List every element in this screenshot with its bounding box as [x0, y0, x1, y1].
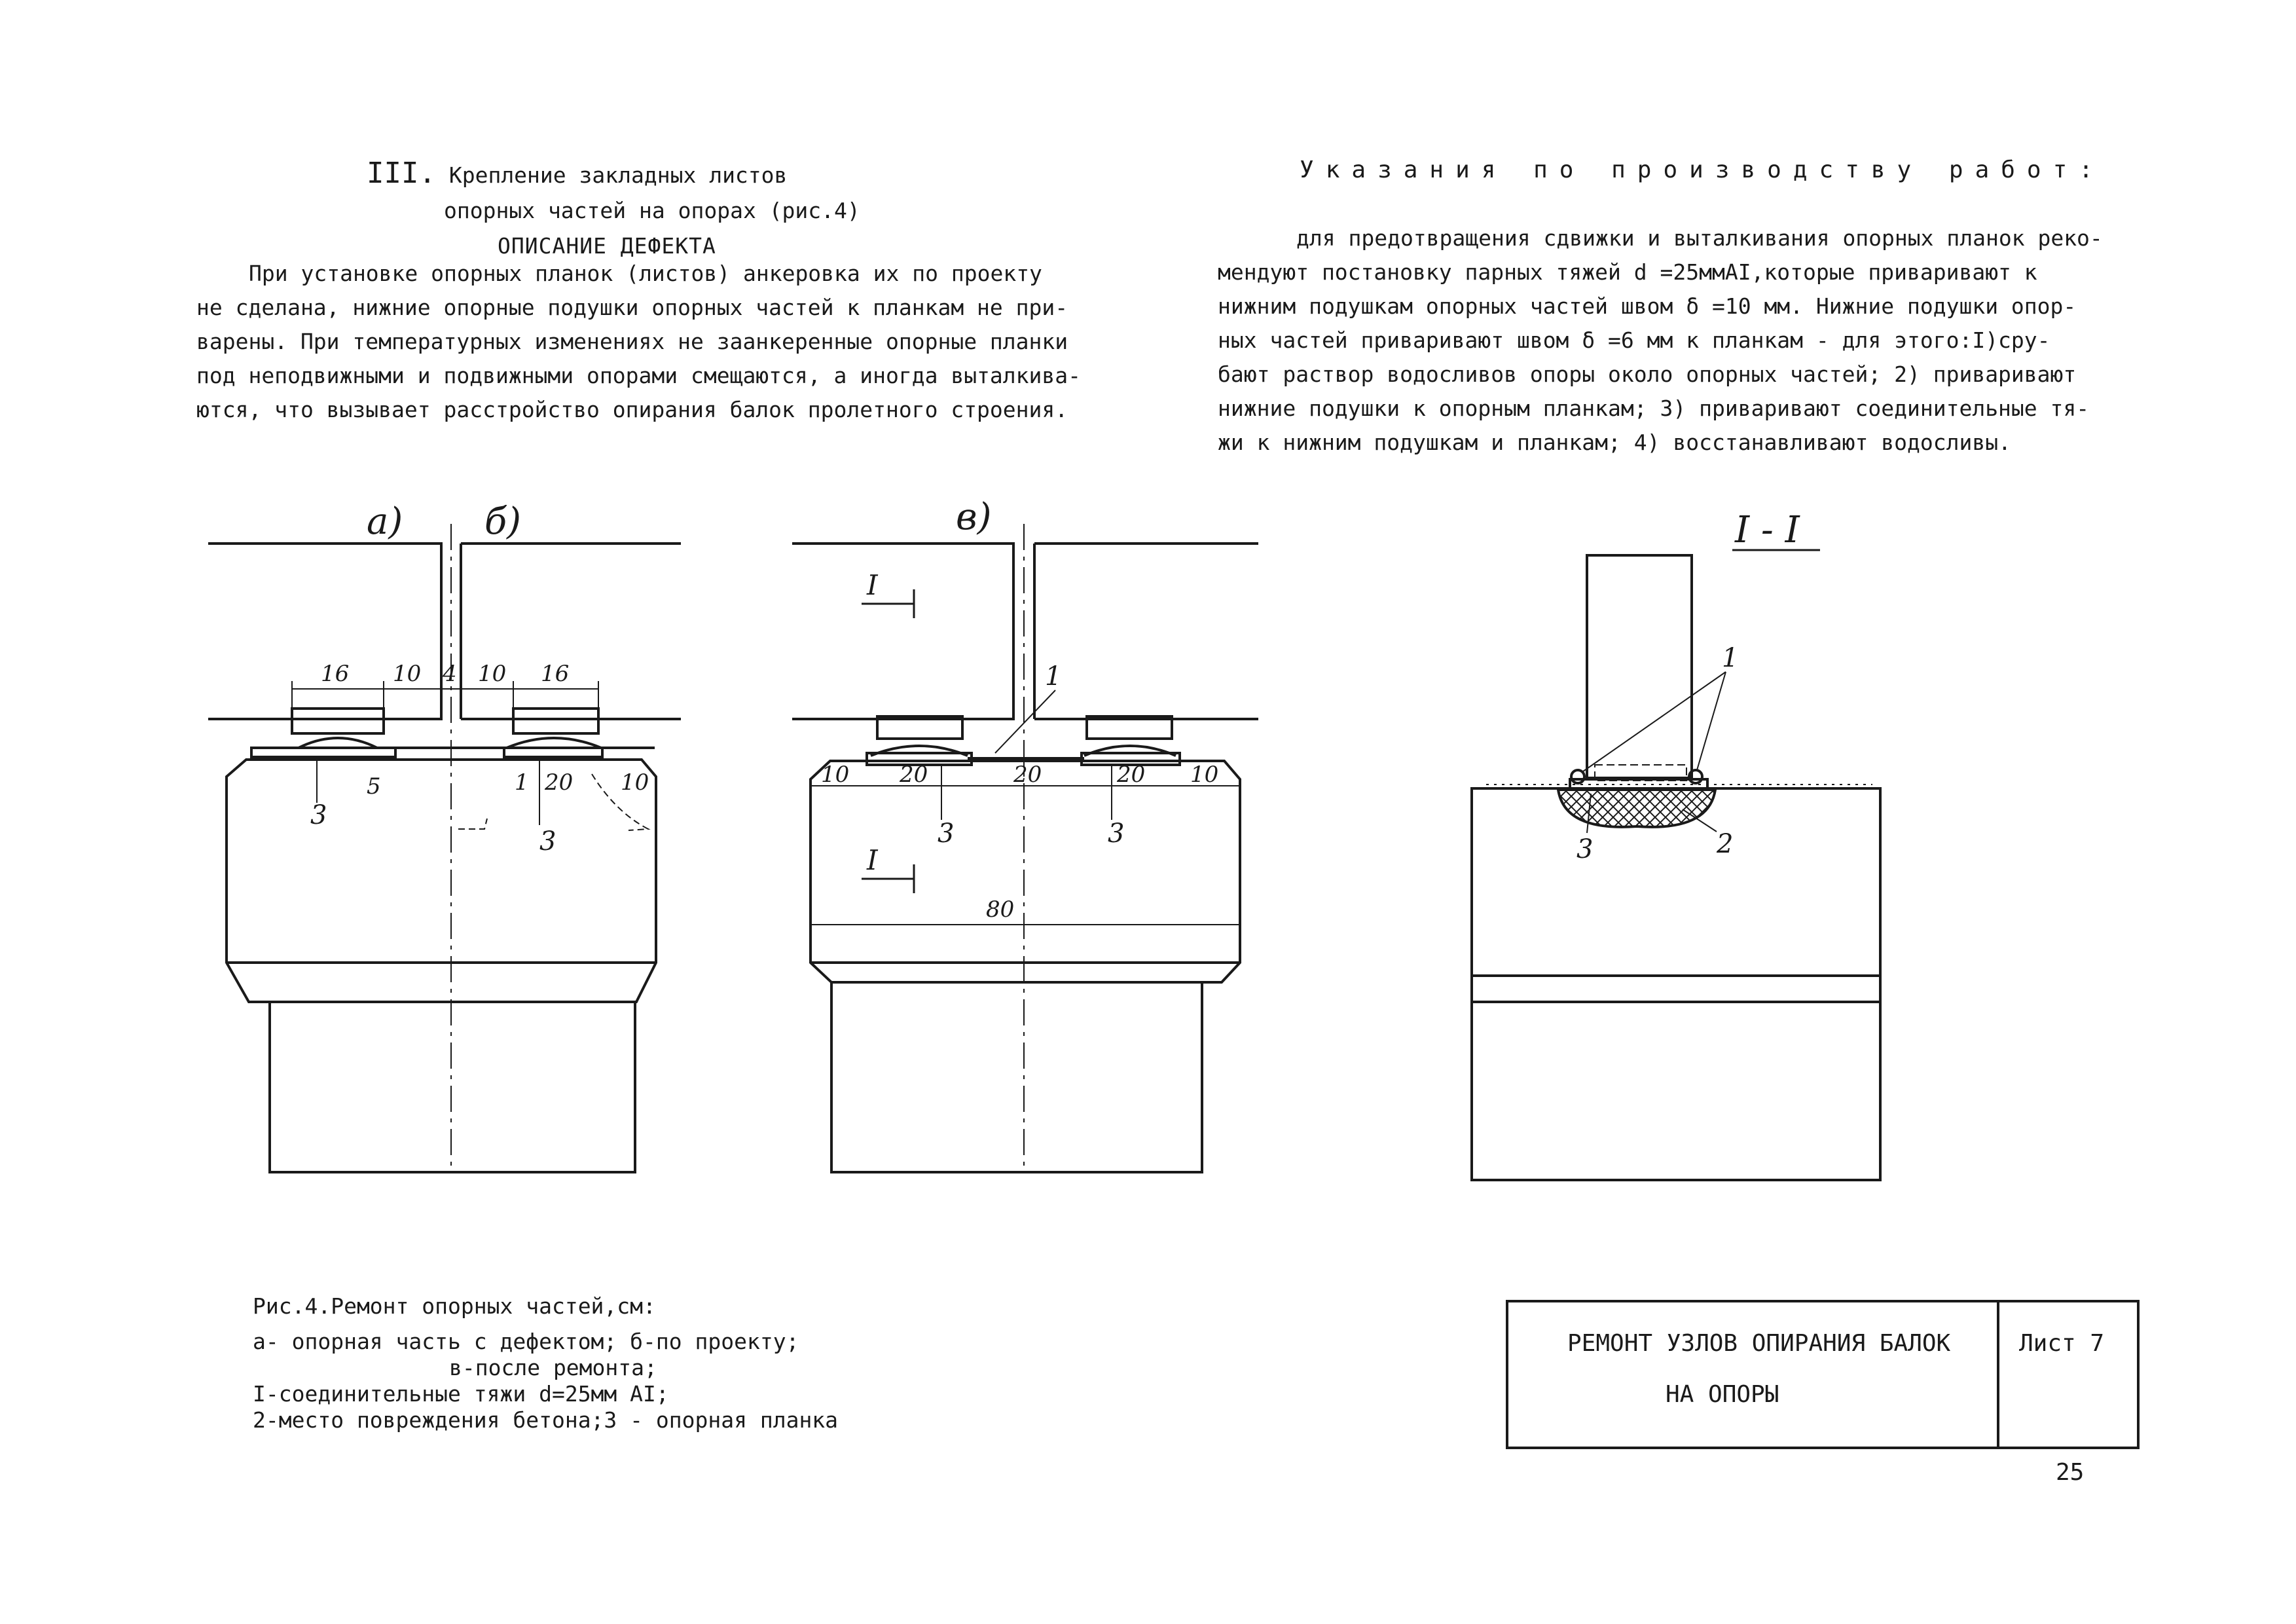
instruction-line: жи к нижним подушкам и планкам; 4) восст…: [1218, 430, 2011, 455]
dim-label: 16: [321, 661, 349, 687]
pier-cap: [225, 758, 657, 1003]
callout-1: 1: [1722, 643, 1738, 673]
bearing-upper-right: [512, 707, 600, 735]
page-number: 25: [2056, 1459, 2085, 1486]
defect-line: под неподвижными и подвижными опорами см…: [196, 363, 1082, 388]
callout-2: 2: [1716, 829, 1733, 859]
dim-label: 10: [478, 661, 506, 687]
instruction-line: ных частей приваривают швом δ =6 мм к пл…: [1218, 327, 2050, 353]
pier-cap: [809, 760, 1241, 984]
label-a: а): [367, 500, 403, 543]
figure-caption: Рис.4.Ремонт опорных частей,см: а- опорн…: [253, 1293, 973, 1433]
bearing-upper-right: [1085, 715, 1173, 740]
callout-3: 3: [1108, 819, 1124, 849]
callout-3: 3: [938, 819, 954, 849]
section-title-line2: опорных частей на опорах (рис.4): [444, 198, 860, 223]
tie-rod-right: [1688, 769, 1704, 784]
callout-3: 3: [1576, 834, 1593, 864]
dim-label: 5: [367, 773, 381, 800]
defect-line: не сделана, нижние опорные подушки опорн…: [196, 295, 1068, 320]
instruction-line: нижние подушки к опорным планкам; 3) при…: [1218, 396, 2090, 421]
instruction-line: мендуют постановку парных тяжей d =25ммA…: [1218, 259, 2037, 285]
tie-rod-left: [1570, 769, 1586, 784]
bearing-pad-right: [506, 737, 602, 749]
caption-line: 2-место повреждения бетона;3 - опорная п…: [253, 1407, 839, 1433]
instruction-line: бают раствор водосливов опоры около опор…: [1218, 361, 2077, 387]
section-arrow: [862, 864, 915, 893]
defect-line: При установке опорных планок (листов) ан…: [249, 261, 1042, 286]
pier-section: [1470, 787, 1882, 1181]
dim-label: 80: [986, 896, 1014, 923]
section-subtitle: ОПИСАНИЕ ДЕФЕКТА: [498, 233, 716, 259]
defect-line: ются, что вызывает расстройство опирания…: [196, 397, 1068, 422]
caption-line: а- опорная часть с дефектом; б-по проект…: [253, 1329, 799, 1354]
caption-line: в-после ремонта;: [449, 1355, 657, 1380]
pier-column: [830, 982, 1203, 1173]
section-title-line1: Крепление закладных листов: [448, 162, 788, 188]
dim-label: 10: [621, 769, 649, 796]
beam-section: [1586, 554, 1693, 779]
label-section: I - I: [1734, 509, 1801, 551]
figure-v: в) I I 10 20 20 20 10 80 1: [792, 496, 1258, 1173]
dim-label: 20: [544, 769, 573, 796]
beam-right: [460, 542, 681, 720]
bearing-upper-left: [291, 707, 385, 735]
title-block-name: РЕМОНТ УЗЛОВ ОПИРАНИЯ БАЛОК НА ОПОРЫ: [1508, 1302, 1999, 1447]
beam-left: [208, 542, 443, 720]
figure-a-b: а) б) 16 10 4 10 16: [208, 500, 681, 1173]
bearing-upper-left: [876, 715, 964, 740]
beam-left: [792, 542, 1015, 720]
section-mark: I: [866, 569, 879, 601]
defect-description: При установке опорных планок (листов) ан…: [196, 257, 1126, 427]
figure-section: I - I 1 2 3: [1470, 509, 1882, 1181]
dim-label: 4: [442, 661, 457, 687]
pier-column: [268, 1002, 636, 1173]
label-v: в): [956, 496, 991, 538]
dim-label: 20: [1116, 762, 1145, 788]
title-block: РЕМОНТ УЗЛОВ ОПИРАНИЯ БАЛОК НА ОПОРЫ Лис…: [1506, 1300, 2140, 1449]
section-number: III.: [367, 157, 436, 190]
dim-label: 20: [1013, 762, 1042, 788]
section-arrow: [862, 589, 915, 618]
caption-line: Рис.4.Ремонт опорных частей,см:: [253, 1293, 656, 1319]
instruction-line: для предотвращения сдвижки и выталкивани…: [1296, 225, 2103, 251]
dim-label: 20: [899, 762, 928, 788]
dim-label: 10: [1190, 762, 1218, 788]
callout-3: 3: [310, 800, 327, 830]
instructions-title: Указания по производству работ:: [1300, 157, 2105, 183]
section-mark: I: [866, 844, 879, 876]
defect-line: варены. При температурных изменениях не …: [196, 329, 1068, 354]
dim-label: 16: [541, 661, 569, 687]
caption-line: I-соединительные тяжи d=25мм AI;: [253, 1381, 669, 1407]
title-block-line2: НА ОПОРЫ: [1666, 1381, 1779, 1408]
plate-left: [250, 747, 397, 758]
dim-label: 1: [515, 769, 529, 796]
concrete-damage: [1556, 788, 1717, 828]
instructions-body: для предотвращения сдвижки и выталкивани…: [1218, 221, 2187, 460]
dim-label: 10: [821, 762, 849, 788]
plate-right: [503, 747, 604, 758]
callout-1: 1: [1045, 661, 1061, 692]
bearing-pad-left: [298, 737, 378, 749]
section-header: III. Крепление закладных листов опорных …: [367, 156, 1152, 264]
title-block-line1: РЕМОНТ УЗЛОВ ОПИРАНИЯ БАЛОК: [1567, 1330, 1951, 1357]
dim-label: 10: [393, 661, 421, 687]
beam-right: [1033, 542, 1258, 720]
sheet-number: Лист 7: [2019, 1330, 2105, 1357]
label-b: б): [484, 500, 521, 543]
bearing-pad-left: [870, 745, 968, 757]
bearing-pad-right: [1084, 745, 1176, 757]
instruction-line: нижним подушкам опорных частей швом δ =1…: [1218, 293, 2077, 319]
callout-3: 3: [539, 826, 556, 857]
